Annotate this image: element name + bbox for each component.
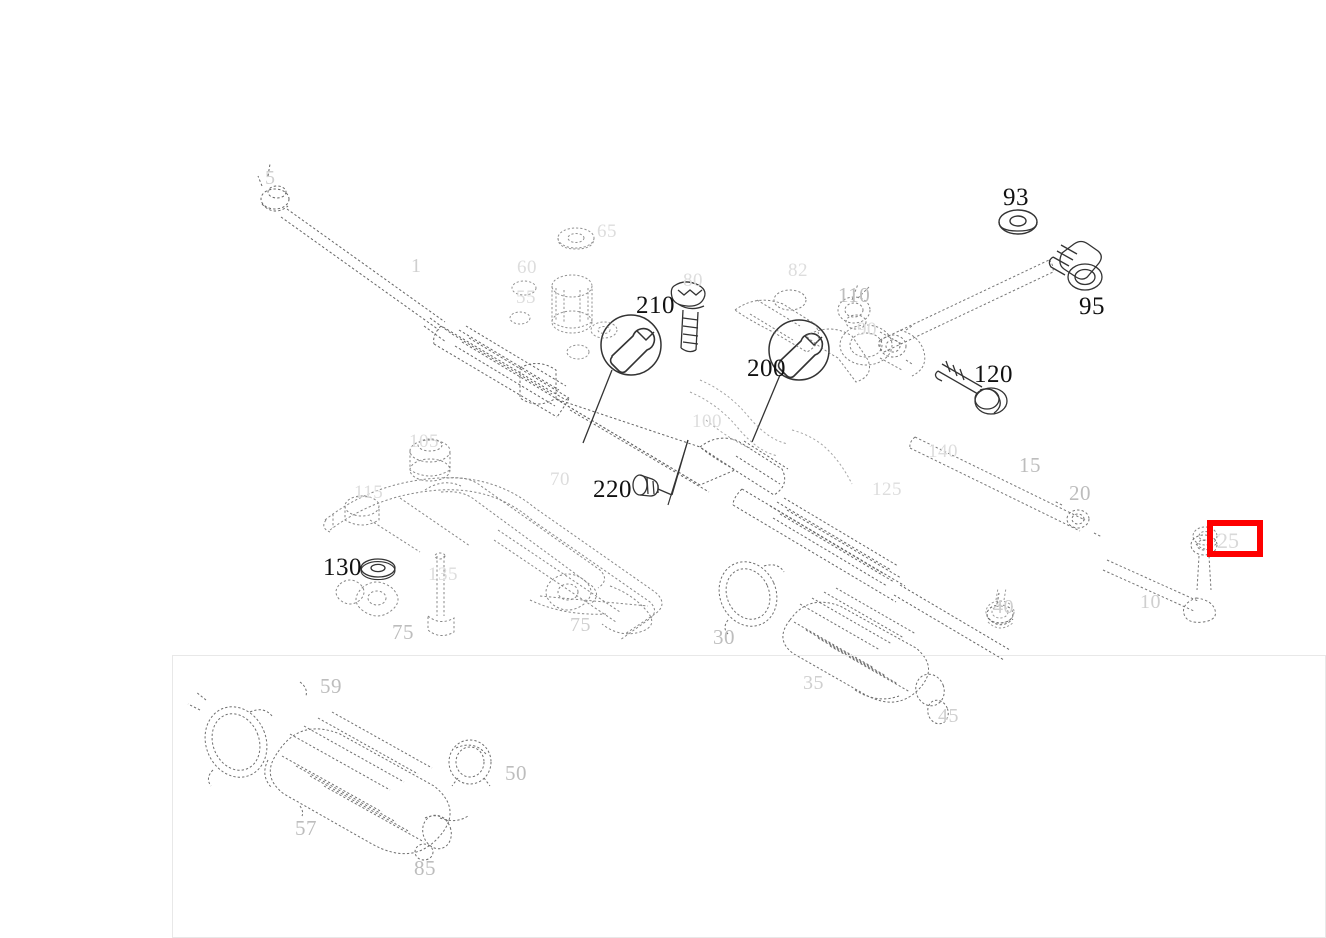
callout-label-90-bolt: 90 [857, 319, 877, 340]
callout-label-135-bolt: 135 [428, 564, 458, 585]
leader-220 [667, 439, 689, 506]
inset-detail-frame [172, 655, 1326, 938]
valve-body-assembly [734, 283, 926, 383]
highlight-box-label: 25 [1217, 528, 1239, 553]
callout-label-140-rod: 140 [928, 441, 958, 462]
subframe-crossmember [323, 438, 663, 641]
callout-label-85-clip: 85 [414, 856, 436, 880]
callout-label-93-washer: 93 [1003, 184, 1029, 211]
callout-label-100-hydraulic-line: 100 [692, 411, 722, 432]
callout-label-55-sleeve: 55 [516, 287, 536, 308]
flange-bolt-120 [934, 360, 1008, 415]
callout-label-40-ball-joint: 40 [993, 596, 1014, 618]
leader-210 [582, 369, 613, 444]
inset-bellows-detail [187, 681, 492, 861]
bushings-cluster [509, 227, 618, 360]
callout-label-130-washer: 130 [323, 554, 362, 581]
callout-label-110-bracket: 110 [838, 283, 871, 307]
callout-label-10-tie-rod-arm: 10 [1140, 591, 1161, 613]
steering-rack-assembly [257, 163, 1014, 661]
callout-label-95-flange-bolt: 95 [1079, 293, 1105, 320]
callout-label-15-tie-rod: 15 [1019, 453, 1041, 477]
flange-bolt-95 [1048, 240, 1103, 291]
callout-label-50-ring: 50 [505, 761, 527, 785]
callout-label-80-bolt: 80 [683, 270, 703, 291]
leader-200 [751, 374, 781, 443]
callout-label-105-mount: 105 [409, 431, 439, 452]
callout-label-57-bellows-boot-detail: 57 [295, 816, 317, 840]
callout-label-45-nut: 45 [938, 705, 959, 727]
right-small-parts [985, 587, 1015, 629]
callout-label-5-ball-joint-left: 5 [265, 167, 276, 189]
callout-label-20-tie-rod-end: 20 [1069, 481, 1091, 505]
boot-and-clamp [718, 561, 949, 725]
tool-icon-210 [600, 314, 662, 376]
callout-label-70-crossmember: 70 [550, 469, 570, 490]
tool-fitting-220 [632, 474, 673, 497]
callout-label-60-bushing: 60 [517, 257, 537, 278]
callout-label-35-bellows-boot: 35 [803, 672, 824, 694]
washer-93 [998, 209, 1038, 235]
callout-label-200-special-tool-wrench: 200 [747, 355, 786, 382]
callout-label-82-valve-body: 82 [788, 260, 808, 281]
callout-label-210-special-tool-wrench: 210 [636, 292, 675, 319]
flange-screw-210 [670, 281, 706, 353]
callout-label-59-clamp: 59 [320, 674, 342, 698]
callout-label-220-special-tool-fitting: 220 [593, 476, 632, 503]
right-end-ball-joint [1192, 526, 1218, 550]
callout-label-75-bolt: 75 [392, 620, 414, 644]
washer-130 [360, 558, 396, 581]
callout-label-125-bracket: 125 [872, 479, 902, 500]
callout-label-115-subframe: 115 [354, 482, 384, 503]
callout-label-75-bolt: 75 [570, 614, 591, 636]
callout-label-30-clamp-ring: 30 [713, 625, 735, 649]
callout-label-1-steering-rack: 1 [411, 255, 422, 277]
callout-label-65-bushing: 65 [597, 221, 617, 242]
right-tie-rod-exploded [878, 259, 1218, 623]
hydraulic-lines [689, 379, 853, 485]
callout-label-120-long-flange-bolt: 120 [974, 361, 1013, 388]
